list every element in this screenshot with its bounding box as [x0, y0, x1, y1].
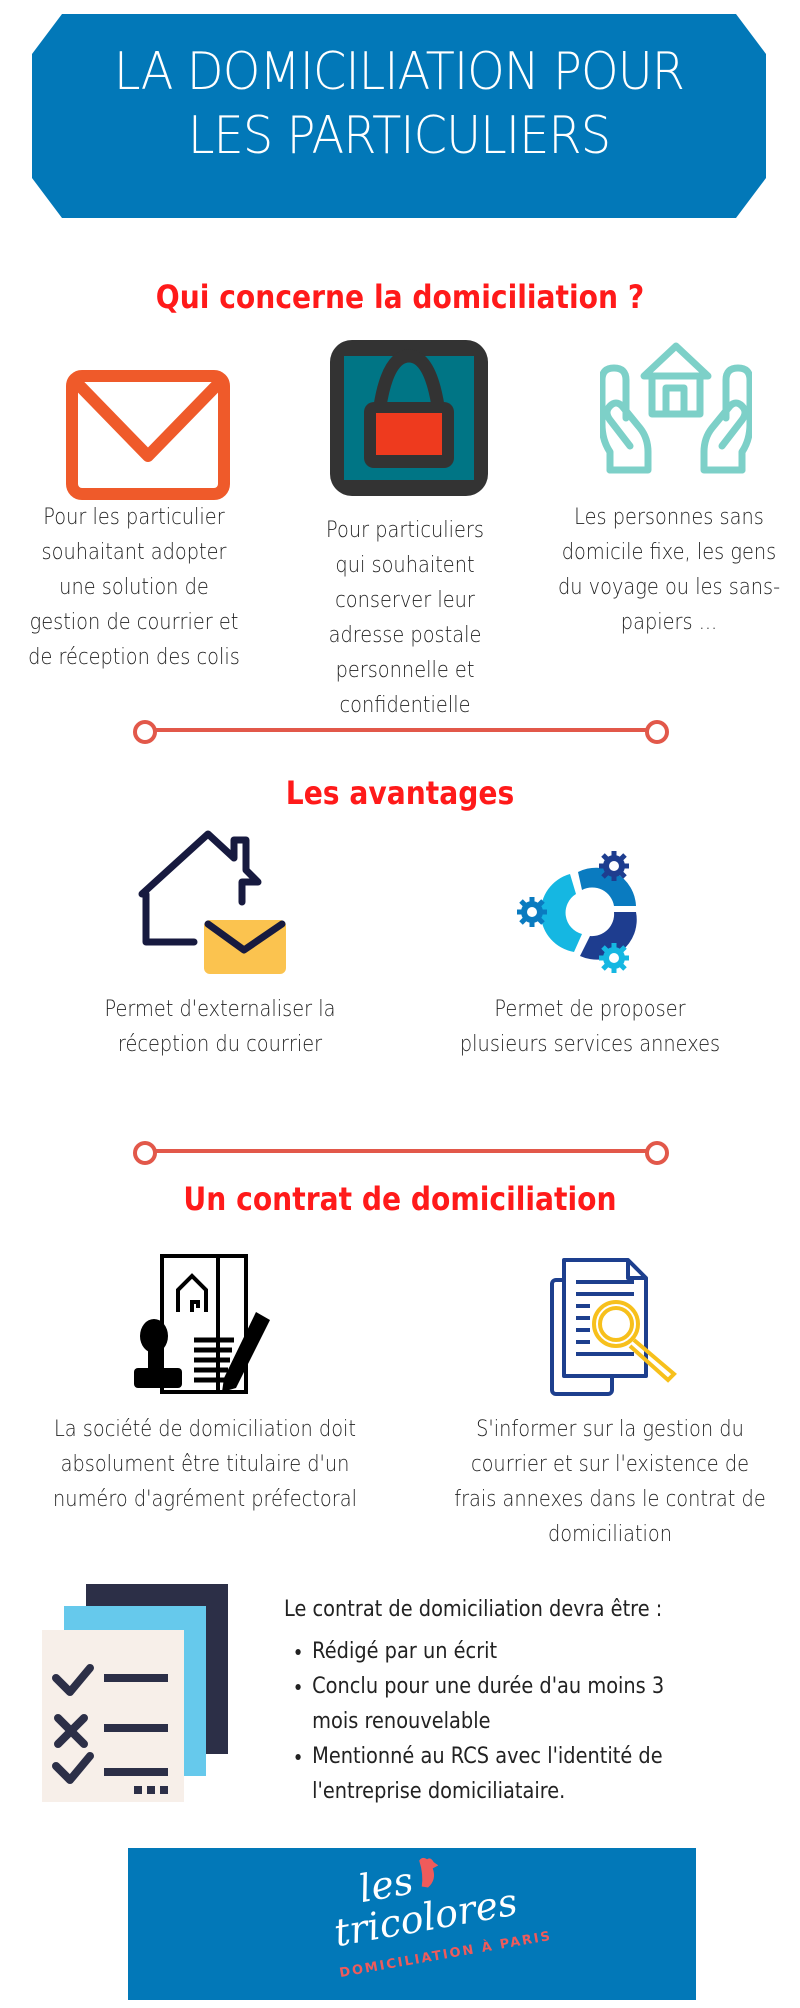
section-title-contract: Un contrat de domiciliation — [183, 1180, 617, 1218]
advantage-2-text: Permet de proposer plusieurs services an… — [459, 997, 721, 1057]
header-banner — [32, 14, 766, 218]
divider-dot-left — [133, 720, 157, 744]
page-title-line-2: LES PARTICULIERS — [187, 106, 611, 166]
divider-dot-right — [645, 1141, 669, 1165]
page-title: LA DOMICILIATION POUR LES PARTICULIERS — [61, 40, 736, 168]
list-item: Mentionné au RCS avec l'identité del'ent… — [312, 1739, 759, 1809]
brand-logo: les tricolores DOMICILIATION À PARIS — [317, 1836, 553, 2008]
checklist-block: Le contrat de domiciliation devra être :… — [284, 1592, 759, 1809]
rooster-icon — [419, 1857, 439, 1888]
divider-line — [144, 1149, 654, 1153]
contract-stamp-icon — [134, 1254, 270, 1394]
advantage-1-text: Permet d'externaliser la réception du co… — [104, 997, 336, 1057]
checklist-bullets: Rédigé par un écrit Conclu pour une duré… — [284, 1634, 759, 1809]
who-item-1-text: Pour les particulier souhaitant adopter … — [28, 505, 240, 670]
who-item-3-text: Les personnes sans domicile fixe, les ge… — [557, 505, 781, 635]
checklist-intro: Le contrat de domiciliation devra être : — [284, 1597, 663, 1622]
footer-banner: les tricolores DOMICILIATION À PARIS — [128, 1848, 696, 2000]
who-item-2-text: Pour particuliers qui souhaitent conserv… — [326, 518, 484, 718]
hands-house-icon — [600, 342, 752, 474]
list-item: Rédigé par un écrit — [312, 1634, 759, 1669]
divider-dot-left — [133, 1141, 157, 1165]
contract-item-2-text: S'informer sur la gestion du courrier et… — [454, 1417, 766, 1547]
page-title-line-1: LA DOMICILIATION POUR — [113, 42, 685, 102]
house-mail-icon — [138, 830, 286, 974]
section-title-who: Qui concerne la domiciliation ? — [155, 278, 645, 316]
gears-cycle-icon — [517, 851, 637, 973]
padlock-icon — [330, 340, 488, 496]
divider-dot-right — [645, 720, 669, 744]
section-title-advantages: Les avantages — [285, 774, 515, 812]
checklist-icon — [42, 1584, 228, 1802]
envelope-icon — [66, 370, 230, 500]
document-search-icon — [550, 1258, 677, 1396]
contract-item-1-text: La société de domiciliation doit absolum… — [53, 1417, 357, 1512]
divider-line — [144, 728, 654, 732]
